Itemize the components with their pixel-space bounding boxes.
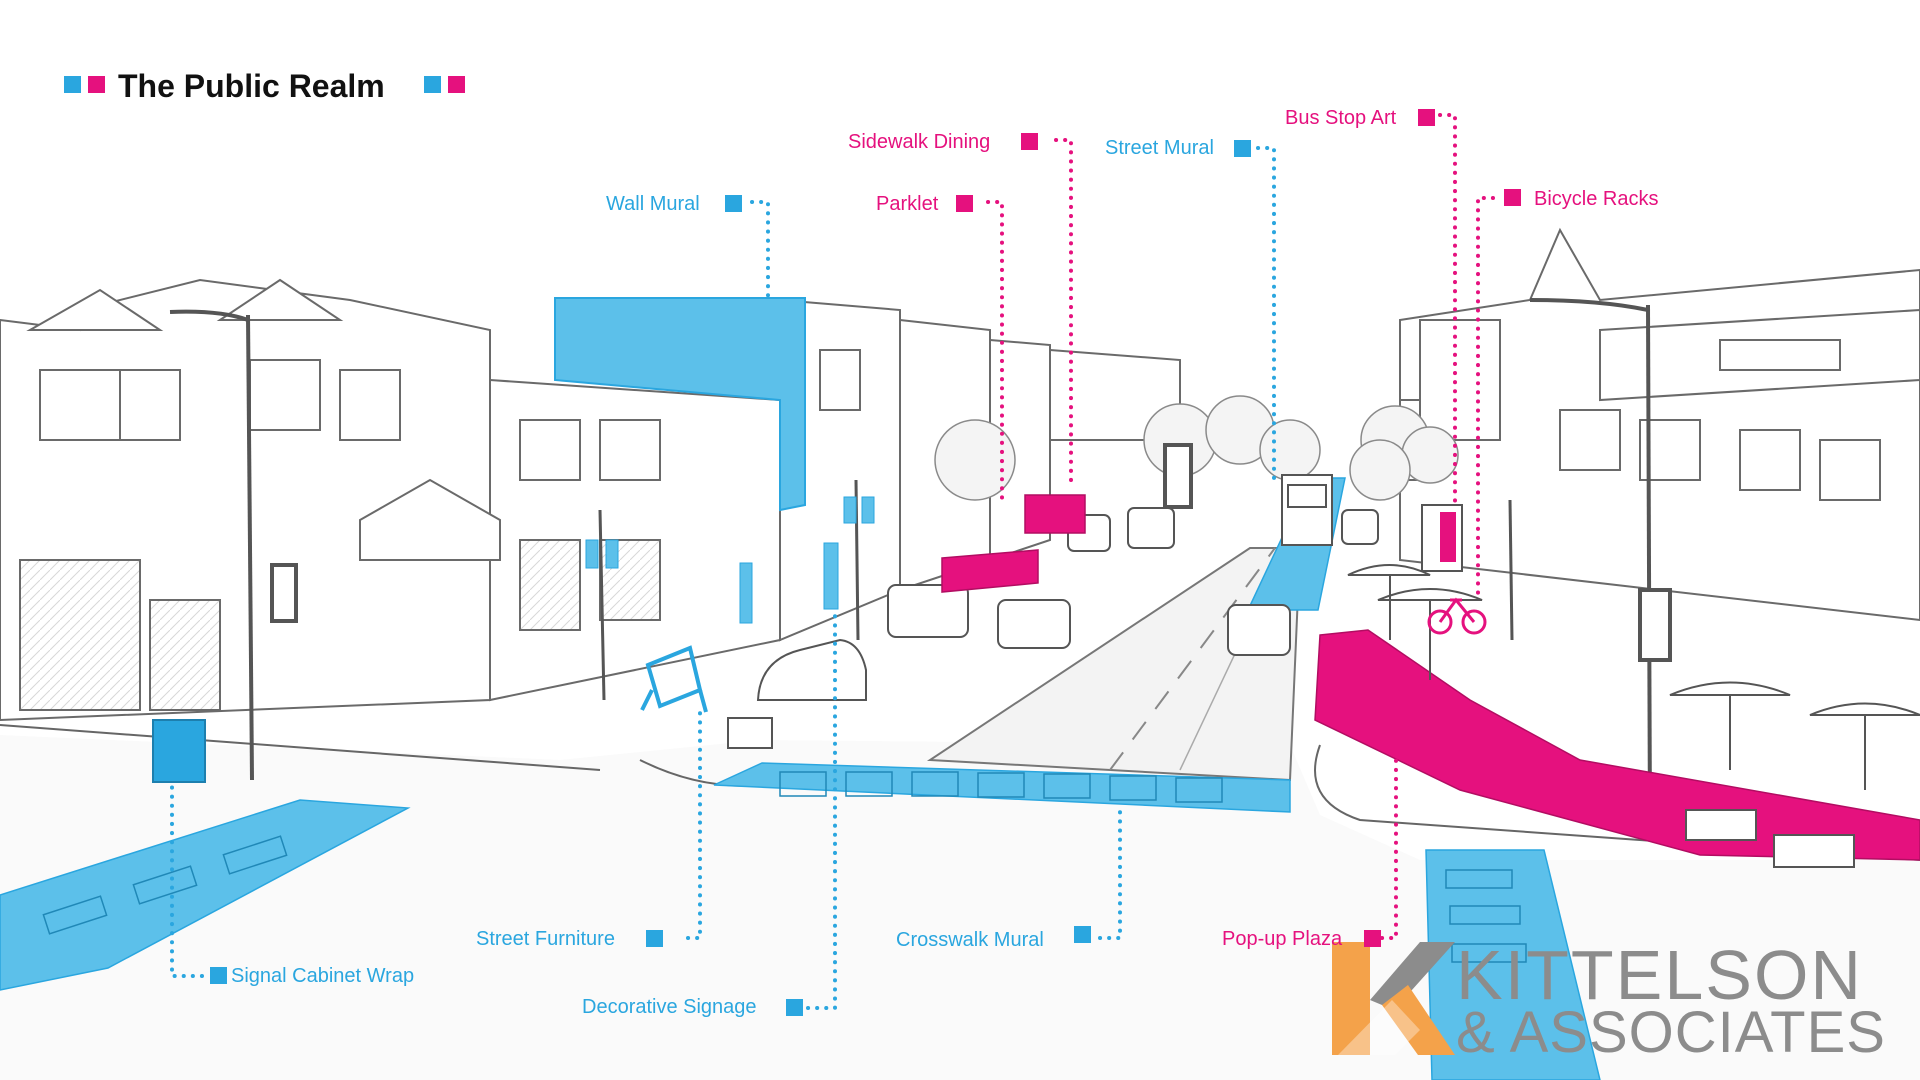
- signal-cabinet-wrap-marker: [210, 967, 227, 984]
- dining-umbrellas: [1347, 564, 1920, 790]
- parklet-platform: [941, 494, 1086, 593]
- decorative-signage-banners: [585, 496, 875, 624]
- bench: [640, 645, 708, 713]
- label-decorative-signage: Decorative Signage: [582, 996, 757, 1018]
- label-bicycle-racks: Bicycle Racks: [1534, 188, 1659, 210]
- right-buildings: [1399, 227, 1920, 622]
- sidewalk-dining-marker: [1021, 133, 1038, 150]
- logo-name-line2: & ASSOCIATES: [1456, 1000, 1886, 1065]
- bicycle: [1427, 597, 1487, 635]
- page-title: The Public Realm: [118, 68, 385, 104]
- planters: [727, 717, 1855, 868]
- crosswalk-mural-marker: [1074, 926, 1091, 943]
- poles: [169, 298, 1672, 831]
- wall-mural-highlight: [554, 297, 806, 512]
- bus-stop-art-marker: [1418, 109, 1435, 126]
- bus: [1281, 474, 1333, 546]
- label-sidewalk-dining: Sidewalk Dining: [848, 131, 991, 153]
- title-markers: [64, 76, 465, 93]
- label-wall-mural: Wall Mural: [606, 193, 700, 215]
- logo-name-line1: KITTELSON: [1456, 936, 1863, 1014]
- label-crosswalk-mural: Crosswalk Mural: [896, 929, 1044, 951]
- signal-cabinet: [152, 719, 206, 783]
- crosswalk-left: [0, 799, 411, 991]
- crosswalk-center: [713, 762, 1291, 813]
- label-street-furniture: Street Furniture: [476, 928, 615, 950]
- bus-stop-shelter: [1421, 504, 1463, 572]
- cars: [756, 507, 1379, 701]
- left-buildings: [0, 278, 1181, 722]
- leader-lines: [170, 113, 1495, 1010]
- label-parklet: Parklet: [876, 193, 939, 215]
- pop-up-plaza: [1314, 629, 1920, 861]
- label-bus-stop-art: Bus Stop Art: [1285, 107, 1397, 129]
- label-street-mural: Street Mural: [1105, 137, 1214, 159]
- kittelson-k-logo: [1332, 942, 1455, 1055]
- bicycle-racks-marker: [1504, 189, 1521, 206]
- street-mural-marker: [1234, 140, 1251, 157]
- street-furniture-marker: [646, 930, 663, 947]
- label-pop-up-plaza: Pop-up Plaza: [1222, 928, 1343, 950]
- wall-mural-marker: [725, 195, 742, 212]
- parklet-marker: [956, 195, 973, 212]
- crosswalk-right: [1425, 849, 1601, 1080]
- label-signal-cabinet-wrap: Signal Cabinet Wrap: [231, 965, 415, 987]
- decorative-signage-marker: [786, 999, 803, 1016]
- pop-up-plaza-marker: [1364, 930, 1381, 947]
- trees: [934, 395, 1459, 501]
